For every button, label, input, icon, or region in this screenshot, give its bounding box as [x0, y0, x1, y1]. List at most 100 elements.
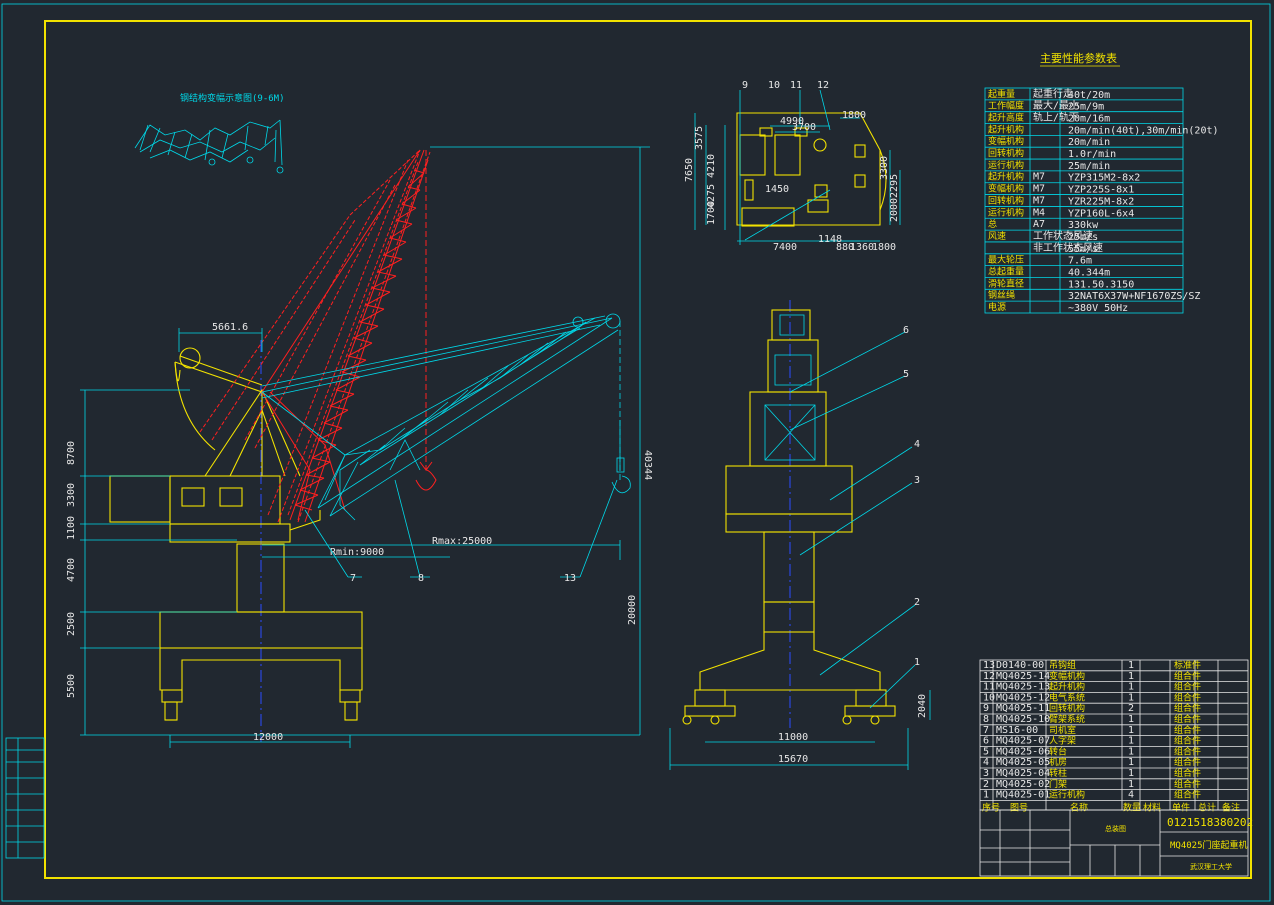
bom-code: MQ4025-12 — [996, 692, 1050, 703]
params-class: 非工作状态风速 — [1033, 241, 1103, 254]
params-class: M4 — [1033, 207, 1045, 218]
callout-6: 6 — [903, 325, 909, 336]
bom-qty: 2 — [1128, 703, 1134, 714]
dim-left-2: 3300 — [66, 483, 77, 507]
bom-index: 11 — [983, 682, 995, 693]
bom-code: MQ4025-14 — [996, 671, 1050, 682]
bom-index: 8 — [983, 714, 989, 725]
callout-9: 9 — [742, 80, 748, 91]
params-title: 主要性能参数表 — [1040, 51, 1117, 65]
params-label: 钢丝绳 — [988, 289, 1015, 301]
bom-material: 组合件 — [1174, 713, 1201, 725]
side-internal — [764, 314, 816, 461]
bom-header-cell: 数量 — [1123, 801, 1141, 813]
params-value: YZP315M2-8x2 — [1068, 173, 1140, 184]
params-value: 7.6m — [1068, 256, 1092, 267]
dim-left-3: 1100 — [66, 516, 77, 540]
dim-height: 40344 — [642, 450, 653, 480]
plan-dim-a: 4990 — [780, 116, 804, 127]
params-value: ~380V 50Hz — [1068, 303, 1128, 314]
boom-max-radius — [261, 313, 631, 521]
bom-code: D0140-00 — [996, 660, 1044, 671]
params-class: 轨上/轨下 — [1033, 111, 1079, 124]
portal-frame — [109, 347, 363, 721]
bom-code: MQ4025-06 — [996, 746, 1050, 757]
bom-index: 9 — [983, 703, 989, 714]
bom-header-cell: 材料 — [1143, 801, 1161, 813]
callout-1: 1 — [914, 657, 920, 668]
bom-index: 10 — [983, 692, 995, 703]
params-value: 20m/16m — [1068, 114, 1110, 125]
bom-code: MQ4025-13 — [996, 682, 1050, 693]
params-value: 25m/s — [1068, 232, 1098, 243]
bom-name: 机房 — [1049, 756, 1067, 768]
bom-code: MQ4025-01 — [996, 790, 1050, 801]
left-dimension-labels: 5661.6 8700 3300 1100 4700 2500 5500 Rmi… — [66, 322, 653, 743]
params-label: 起升高度 — [988, 112, 1024, 124]
bom-qty: 1 — [1128, 671, 1134, 682]
params-value: 131.50.3150 — [1068, 279, 1134, 290]
callout-7: 7 — [350, 573, 356, 584]
plan-dim-14: 1800 — [842, 110, 866, 121]
title-block: 0121518380202 MQ4025门座起重机 武汉理工大学 总装图 — [979, 809, 1253, 877]
bom-index: 1 — [983, 790, 989, 801]
callout-4: 4 — [914, 439, 920, 450]
sheet-outer-border — [1, 3, 1271, 902]
plan-dim-11: 1360 — [850, 242, 874, 253]
dim-left-6: 5500 — [66, 674, 77, 698]
params-value: YZP225S-8x1 — [1068, 185, 1134, 196]
params-value: YZR225M-8x2 — [1068, 196, 1134, 207]
params-label: 运行机构 — [988, 159, 1024, 171]
drawing-number: 0121518380202 — [1167, 816, 1253, 829]
params-label: 风速 — [988, 231, 1006, 242]
plan-dim-12: 1800 — [872, 242, 896, 253]
plan-dim-2: 7650 — [684, 158, 695, 182]
bom-header-cell: 图号 — [1010, 802, 1028, 813]
params-value: 40t/20m — [1068, 90, 1110, 101]
params-value: 330kw — [1068, 220, 1099, 231]
side-dim-a: 11000 — [778, 732, 808, 743]
params-value: 25m/9m — [1068, 102, 1104, 113]
bom-code: MQ4025-04 — [996, 768, 1050, 779]
side-leaders — [789, 331, 916, 709]
organization: 武汉理工大学 — [1190, 862, 1232, 871]
bom-code: MQ4025-07 — [996, 736, 1050, 747]
bom-index: 13 — [983, 660, 995, 671]
callout-12: 12 — [817, 80, 829, 91]
assembly-label: 总装图 — [1105, 824, 1126, 833]
sheet-frame — [44, 20, 1252, 879]
dim-base-width: 12000 — [253, 732, 283, 743]
side-dim-labels: 11000 15670 2040 — [778, 694, 928, 765]
luffing-sketch: 钢结构变幅示意图(9-6M) — [134, 92, 285, 174]
plan-dim-b: 3700 — [792, 122, 816, 133]
params-label: 工作幅度 — [988, 100, 1024, 112]
params-value: 20m/min — [1068, 137, 1110, 148]
boom-lattice-red — [261, 149, 437, 523]
bom-name: 起升机构 — [1049, 681, 1085, 693]
bom-code: MQ4025-11 — [996, 703, 1050, 714]
params-label: 滑轮直径 — [988, 277, 1024, 289]
bom-code: MS16-00 — [996, 725, 1038, 736]
params-value: 55m/s — [1068, 244, 1098, 255]
bom-name: 人字架 — [1049, 735, 1076, 747]
bom-material: 组合件 — [1174, 724, 1201, 736]
bom-material: 组合件 — [1174, 691, 1201, 703]
bom-code: MQ4025-05 — [996, 757, 1050, 768]
dim-top-width: 5661.6 — [212, 322, 248, 333]
bom-name: 转台 — [1049, 745, 1067, 757]
left-dimensions — [80, 146, 650, 748]
bom-material: 标准件 — [1174, 659, 1201, 671]
luffing-sketch-label: 钢结构变幅示意图(9-6M) — [180, 92, 285, 104]
callout-10: 10 — [768, 80, 780, 91]
bom-name: 变幅机构 — [1049, 670, 1085, 682]
dim-rmax: Rmax:25000 — [432, 536, 492, 547]
params-label: 变幅机构 — [988, 183, 1024, 195]
bom-code: MQ4025-10 — [996, 714, 1050, 725]
plan-outline — [736, 112, 887, 227]
plan-dim-9: 1148 — [818, 234, 842, 245]
bom-index: 5 — [983, 746, 989, 757]
bom-material: 组合件 — [1174, 681, 1201, 693]
bom-header-cell: 总计 — [1198, 801, 1216, 813]
binding-strip — [5, 737, 45, 859]
